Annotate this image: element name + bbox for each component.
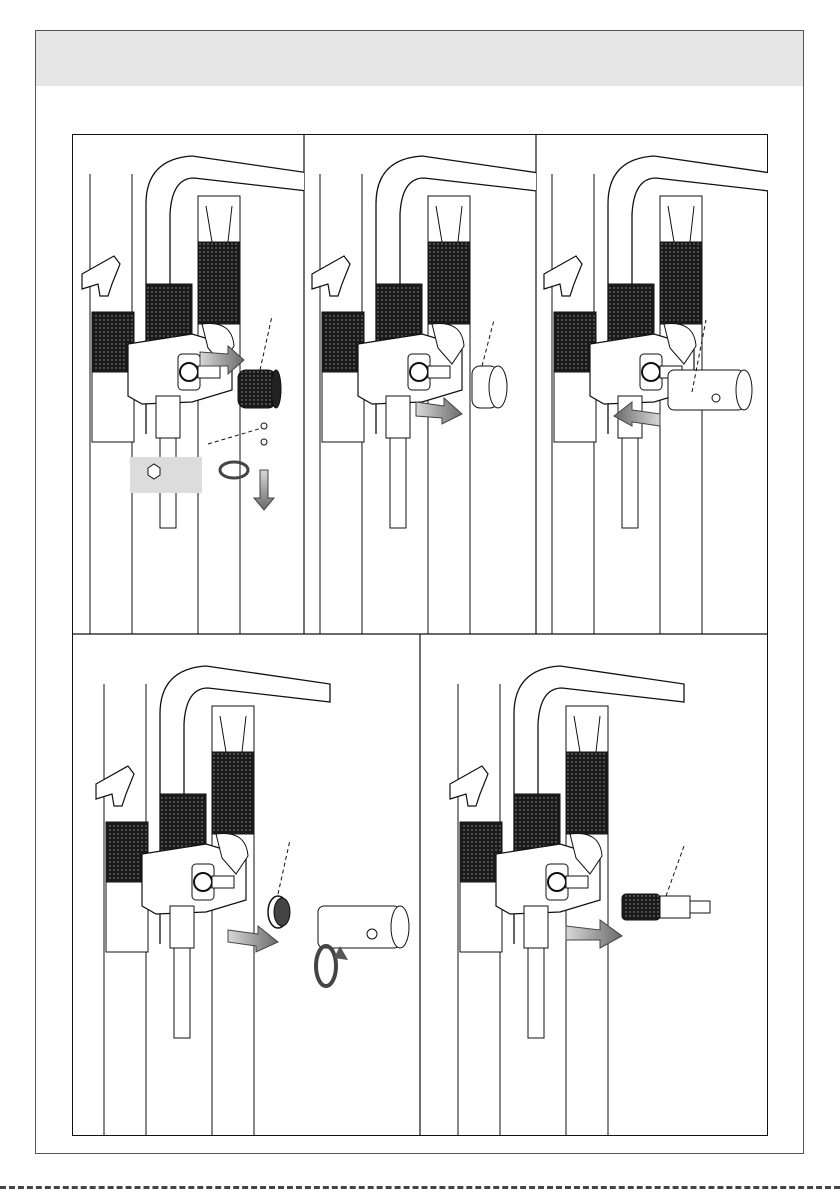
right-arrow-icon — [228, 926, 278, 952]
step-3-panel — [544, 156, 768, 654]
rotate-arrow-icon — [220, 462, 248, 478]
hex-key-icon — [148, 464, 160, 479]
instruction-illustration — [72, 134, 768, 1136]
step-5-panel — [450, 666, 710, 1136]
step-1-panel — [82, 156, 316, 654]
step-2-panel — [312, 156, 546, 654]
rotate-arrow-icon — [316, 946, 336, 986]
retaining-nut — [268, 896, 290, 928]
cartridge — [622, 894, 710, 920]
knurled-handle — [238, 370, 281, 408]
sleeve — [668, 370, 752, 410]
right-arrow-icon — [566, 920, 622, 948]
header-band — [36, 31, 803, 86]
down-arrow-icon — [254, 470, 274, 510]
bottom-cut-line — [0, 1186, 840, 1189]
tool-callout — [130, 457, 202, 493]
step-4-panel — [96, 666, 409, 1136]
trim-ring — [472, 366, 507, 408]
sleeve — [318, 906, 409, 948]
